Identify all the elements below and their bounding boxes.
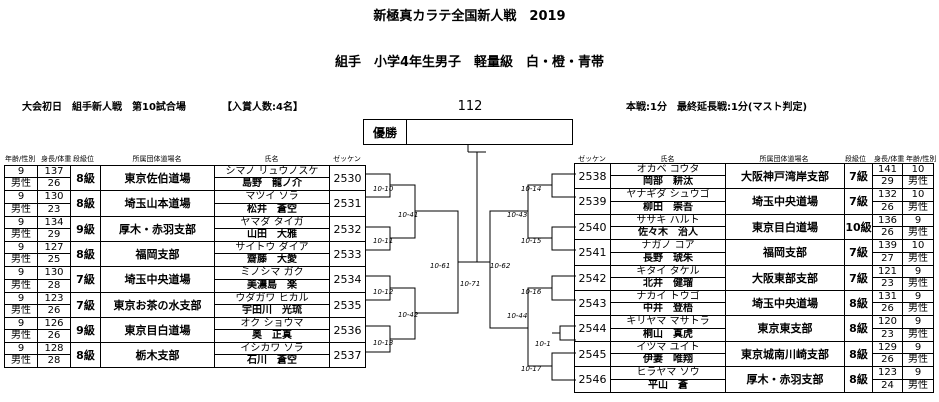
match-label: 10-10 xyxy=(373,185,394,193)
bracket-line xyxy=(551,275,576,301)
bracket-line xyxy=(527,287,552,367)
match-label: 10-14 xyxy=(521,185,542,193)
match-label: 10-17 xyxy=(521,365,542,373)
match-label: 10-13 xyxy=(373,339,394,347)
division-subtitle: 組手 小学4年生男子 軽量級 白・橙・青帯 xyxy=(334,55,605,70)
match-label: 10-44 xyxy=(507,312,528,320)
match-label: 10-41 xyxy=(398,211,419,219)
col-zekken-left: ゼッケン xyxy=(333,155,361,163)
col-age-sex-right: 年齢/性別 xyxy=(906,155,937,163)
match-label: 10-15 xyxy=(521,237,542,245)
col-grade-right: 段級位 xyxy=(845,155,866,163)
match-label: 10-61 xyxy=(430,262,451,270)
col-zekken-right: ゼッケン xyxy=(578,155,606,163)
match-label: 10-16 xyxy=(521,288,542,296)
bracket-line xyxy=(551,173,576,198)
match-label: 10-1 xyxy=(535,340,551,348)
tournament-title: 新極真カラテ全国新人戦 2019 xyxy=(373,9,566,24)
bracket-line xyxy=(551,352,576,381)
day-info: 大会初日 組手新人戦 第10試合場 xyxy=(22,102,186,113)
entrant-sex: 男性 xyxy=(902,379,934,393)
col-height-weight-left: 身長/体重 xyxy=(41,155,72,163)
prize-count: 【入賞人数:4名】 xyxy=(222,102,303,113)
bracket-line xyxy=(489,210,528,329)
col-age-sex-left: 年齢/性別 xyxy=(5,155,36,163)
entrant-zekken: 2537 xyxy=(329,342,366,368)
match-label: 10-71 xyxy=(460,280,481,288)
match-label: 10-11 xyxy=(373,237,394,245)
match-label: 10-43 xyxy=(507,211,528,219)
match-label: 10-42 xyxy=(398,311,419,319)
bracket-line xyxy=(559,325,576,341)
match-label: 10-62 xyxy=(490,262,511,270)
col-height-weight-right: 身長/体重 xyxy=(874,155,905,163)
winner-box xyxy=(363,119,573,145)
bracket-line xyxy=(551,226,576,251)
col-name-left: 氏名 xyxy=(264,155,279,163)
col-name-right: 氏名 xyxy=(660,155,675,163)
col-grade-left: 段級位 xyxy=(73,155,94,163)
bracket-line xyxy=(527,184,552,239)
match-label: 10-12 xyxy=(373,288,394,296)
rules-info: 本戦:1分 最終延長戦:1分(マスト判定) xyxy=(626,102,808,113)
col-dojo-left: 所属団体道場名 xyxy=(132,155,182,163)
col-dojo-right: 所属団体道場名 xyxy=(759,155,809,163)
winner-label: 優勝 xyxy=(364,120,407,144)
bracket-number: 112 xyxy=(457,99,483,114)
